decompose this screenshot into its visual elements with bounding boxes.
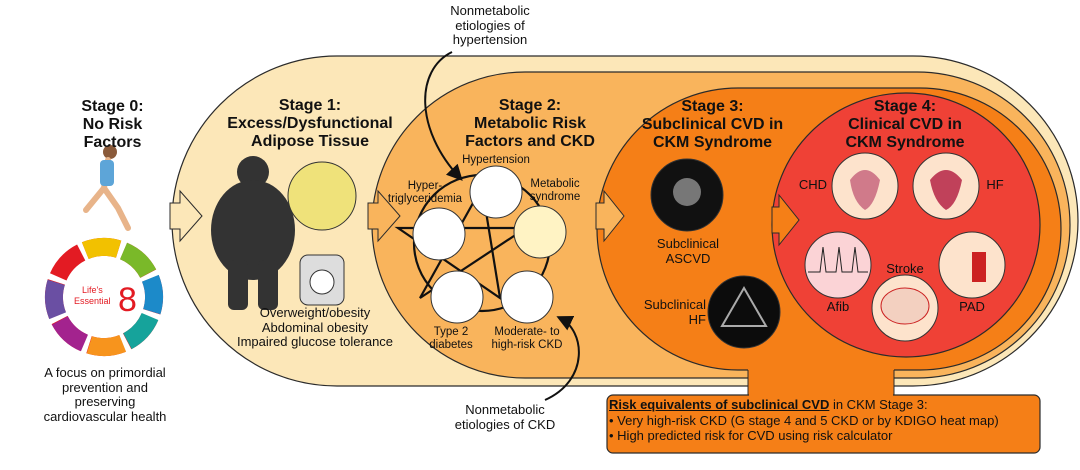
node-label-hypertriglyceridemia: Hyper-triglyceridemia [387,180,463,205]
risk-box-heading-suffix: in CKM Stage 3: [829,397,928,412]
stage0-caption: A focus on primordial prevention and pre… [43,365,167,424]
risk-bullet: • High predicted risk for CVD using risk… [609,428,893,444]
risk-equivalents-box: Risk equivalents of subclinical CVD in C… [609,397,1029,444]
stage4-title: Stage 4:Clinical CVD in CKM Syndrome [830,98,980,152]
risk-box-heading: Risk equivalents of subclinical CVD [609,397,830,412]
annotation-hypertension: Nonmetabolic etiologies of hypertension [450,3,530,48]
stage2-subtitle: Metabolic Risk Factors and CKD [465,114,595,150]
risk-bullet: • Very high-risk CKD (G stage 4 and 5 CK… [609,412,999,428]
kidneys-icon [500,270,554,324]
node-label-metabolic-syndrome: Metabolic syndrome [529,178,581,203]
stage1-title: Stage 1:Excess/Dysfunctional Adipose Tis… [225,97,395,151]
stage4-pad-label: PAD [959,299,985,314]
stage4-label: Stage 4: [873,98,937,115]
arrow-stage1-2 [367,189,401,243]
stage1-subtitle: Excess/Dysfunctional Adipose Tissue [227,114,393,150]
stage1-items: Overweight/obesity Abdominal obesity Imp… [235,305,395,350]
stage3-title: Stage 3:Subclinical CVD in CKM Syndrome [640,98,785,152]
stage2-label: Stage 2: [498,97,562,114]
ecg-icon [804,231,872,299]
stage2-title: Stage 2:Metabolic Risk Factors and CKD [455,97,605,151]
svg-text:Essential: Essential [74,296,111,306]
stage3-hf-label: Subclinical HF [643,297,706,327]
adipocytes-icon [287,161,357,231]
stage1-item: Abdominal obesity [261,319,369,335]
arrow-stage0-1 [169,189,203,243]
stage1-item: Impaired glucose tolerance [236,334,394,350]
node-label-diabetes: Type 2 diabetes [429,326,473,351]
svg-text:Life's: Life's [82,285,103,295]
arrow-stage3-4 [771,193,800,247]
svg-text:8: 8 [118,281,137,319]
triglyceride-icon [412,207,466,261]
stage1-item: Overweight/obesity [259,305,371,320]
stage0-subtitle: No Risk Factors [82,115,143,151]
glucose-meter-icon [430,270,484,324]
life-essential-8-logo: Life's Essential 8 [44,238,163,356]
runner-icon [83,145,131,231]
stage1-label: Stage 1: [278,97,342,114]
stage4-hf-label: HF [986,177,1004,192]
stage4-afib-label: Afib [826,299,850,314]
annotation-ckd: Nonmetabolic etiologies of CKD [454,402,556,432]
abdominal-fat-icon [513,205,567,259]
node-label-hypertension: Hypertension [462,154,530,166]
stage4-stroke-label: Stroke [886,261,924,276]
stage3-subtitle: Subclinical CVD in CKM Syndrome [641,115,784,151]
stage0-title: Stage 0:No Risk Factors [60,98,165,152]
echocardiogram-icon [707,275,781,349]
stage0-label: Stage 0: [81,98,144,115]
blood-pressure-monitor-icon [469,165,523,219]
stage3-ascvd-label: Subclinical ASCVD [656,236,720,266]
node-label-ckd: Moderate- to high-risk CKD [491,326,563,351]
stage3-label: Stage 3: [681,98,744,115]
obese-silhouette-icon [211,156,295,310]
stage4-chd-label: CHD [798,177,828,192]
arrow-stage2-3 [595,189,625,243]
stage4-subtitle: Clinical CVD in CKM Syndrome [845,115,965,151]
